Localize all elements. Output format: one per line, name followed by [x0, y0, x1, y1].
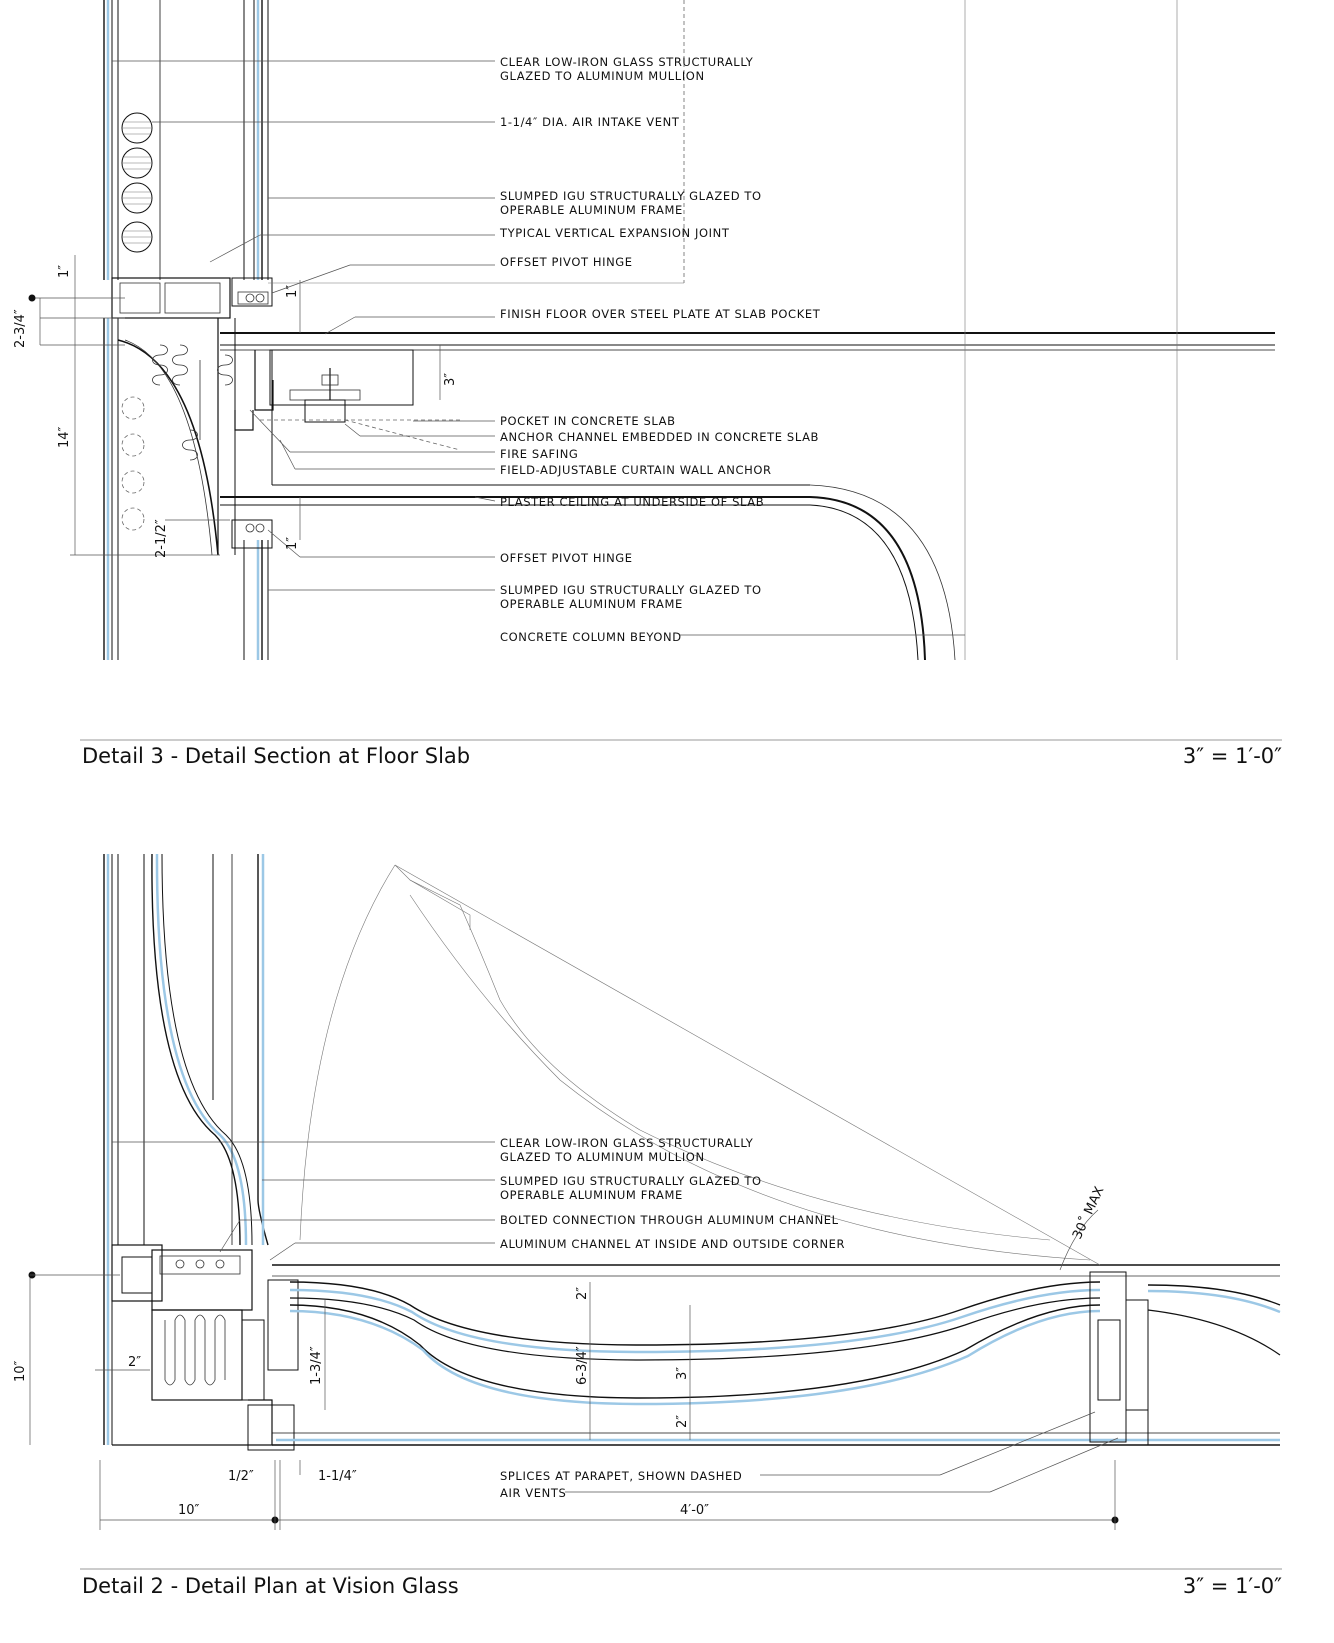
note-finish-floor: FINISH FLOOR OVER STEEL PLATE AT SLAB PO… [500, 307, 821, 321]
note-d2-splices: SPLICES AT PARAPET, SHOWN DASHED [500, 1469, 742, 1483]
note-slumped-igu-lower-2: OPERABLE ALUMINUM FRAME [500, 597, 683, 611]
note-slumped-igu-2: OPERABLE ALUMINUM FRAME [500, 203, 683, 217]
note-clear-glass-1: CLEAR LOW-IRON GLASS STRUCTURALLY [500, 55, 754, 69]
note-fire-safing: FIRE SAFING [500, 447, 578, 461]
detail-3-scale: 3″ = 1′-0″ [1183, 744, 1282, 768]
detail-2-title: Detail 2 - Detail Plan at Vision Glass [82, 1574, 459, 1598]
note-d2-slumped-igu-2: OPERABLE ALUMINUM FRAME [500, 1188, 683, 1202]
dim-d2-4ft: 4′-0″ [680, 1503, 709, 1518]
note-curtain-wall-anchor: FIELD-ADJUSTABLE CURTAIN WALL ANCHOR [500, 463, 772, 477]
dim-d2-3in: 3″ [675, 1367, 690, 1380]
note-air-intake-vent: 1-1/4″ DIA. AIR INTAKE VENT [500, 115, 680, 129]
note-slumped-igu-lower-1: SLUMPED IGU STRUCTURALLY GLAZED TO [500, 583, 762, 597]
dim-d2-6-3-4: 6-3/4″ [575, 1346, 590, 1385]
dim-d2-30-max: 30˚ MAX [1069, 1184, 1107, 1242]
note-d2-aluminum-channel: ALUMINUM CHANNEL AT INSIDE AND OUTSIDE C… [500, 1237, 845, 1251]
frame-assembly [111, 277, 273, 319]
note-pocket-slab: POCKET IN CONCRETE SLAB [500, 414, 676, 428]
lower-pivot-hinge [231, 519, 273, 549]
dim-d2-1-3-4: 1-3/4″ [309, 1346, 324, 1385]
dim-d2-10in: 10″ [178, 1503, 200, 1518]
dim-d2-2in-top: 2″ [575, 1287, 590, 1300]
dim-d2-1-1-4: 1-1/4″ [318, 1469, 357, 1484]
note-offset-pivot-hinge-lower: OFFSET PIVOT HINGE [500, 551, 633, 565]
curved-closure [117, 339, 219, 556]
detail-3-leaders [112, 60, 965, 636]
note-plaster-ceiling: PLASTER CEILING AT UNDERSIDE OF SLAB [500, 495, 764, 509]
note-slumped-igu-1: SLUMPED IGU STRUCTURALLY GLAZED TO [500, 189, 762, 203]
dim-14in: 14″ [57, 426, 72, 448]
note-d2-air-vents: AIR VENTS [500, 1486, 566, 1500]
dim-1in-top: 1″ [57, 265, 72, 278]
detail-3-dimensions [28, 255, 441, 556]
lower-glass [103, 318, 269, 660]
air-intake-vents [121, 112, 153, 253]
note-concrete-column: CONCRETE COLUMN BEYOND [500, 630, 682, 644]
note-clear-glass-2: GLAZED TO ALUMINUM MULLION [500, 69, 705, 83]
note-offset-pivot-hinge: OFFSET PIVOT HINGE [500, 255, 633, 269]
detail-2-scale: 3″ = 1′-0″ [1183, 1574, 1282, 1598]
note-d2-slumped-igu-1: SLUMPED IGU STRUCTURALLY GLAZED TO [500, 1174, 762, 1188]
dim-2-3-4: 2-3/4″ [13, 309, 28, 348]
dim-1in-hinge: 1″ [285, 285, 300, 298]
note-expansion-joint: TYPICAL VERTICAL EXPANSION JOINT [499, 226, 730, 240]
detail-2-drawing [28, 853, 1281, 1530]
note-d2-bolted-connection: BOLTED CONNECTION THROUGH ALUMINUM CHANN… [500, 1213, 839, 1227]
note-d2-clear-glass-2: GLAZED TO ALUMINUM MULLION [500, 1150, 705, 1164]
dim-2-1-2: 2-1/2″ [154, 519, 169, 558]
dim-d2-1-2: 1/2″ [228, 1469, 254, 1484]
dim-3in-pocket: 3″ [443, 373, 458, 386]
dim-1in-lower: 1″ [285, 537, 300, 550]
upper-mullion-glass [103, 0, 269, 280]
dim-d2-10in-vert: 10″ [13, 1360, 28, 1382]
concrete-slab [199, 332, 1275, 661]
dim-d2-2in: 2″ [128, 1355, 141, 1370]
dim-d2-2in-bottom: 2″ [675, 1415, 690, 1428]
detail-3-title: Detail 3 - Detail Section at Floor Slab [82, 744, 470, 768]
note-d2-clear-glass-1: CLEAR LOW-IRON GLASS STRUCTURALLY [500, 1136, 754, 1150]
detail-3-drawing [28, 0, 1275, 661]
note-anchor-channel: ANCHOR CHANNEL EMBEDDED IN CONCRETE SLAB [500, 430, 819, 444]
